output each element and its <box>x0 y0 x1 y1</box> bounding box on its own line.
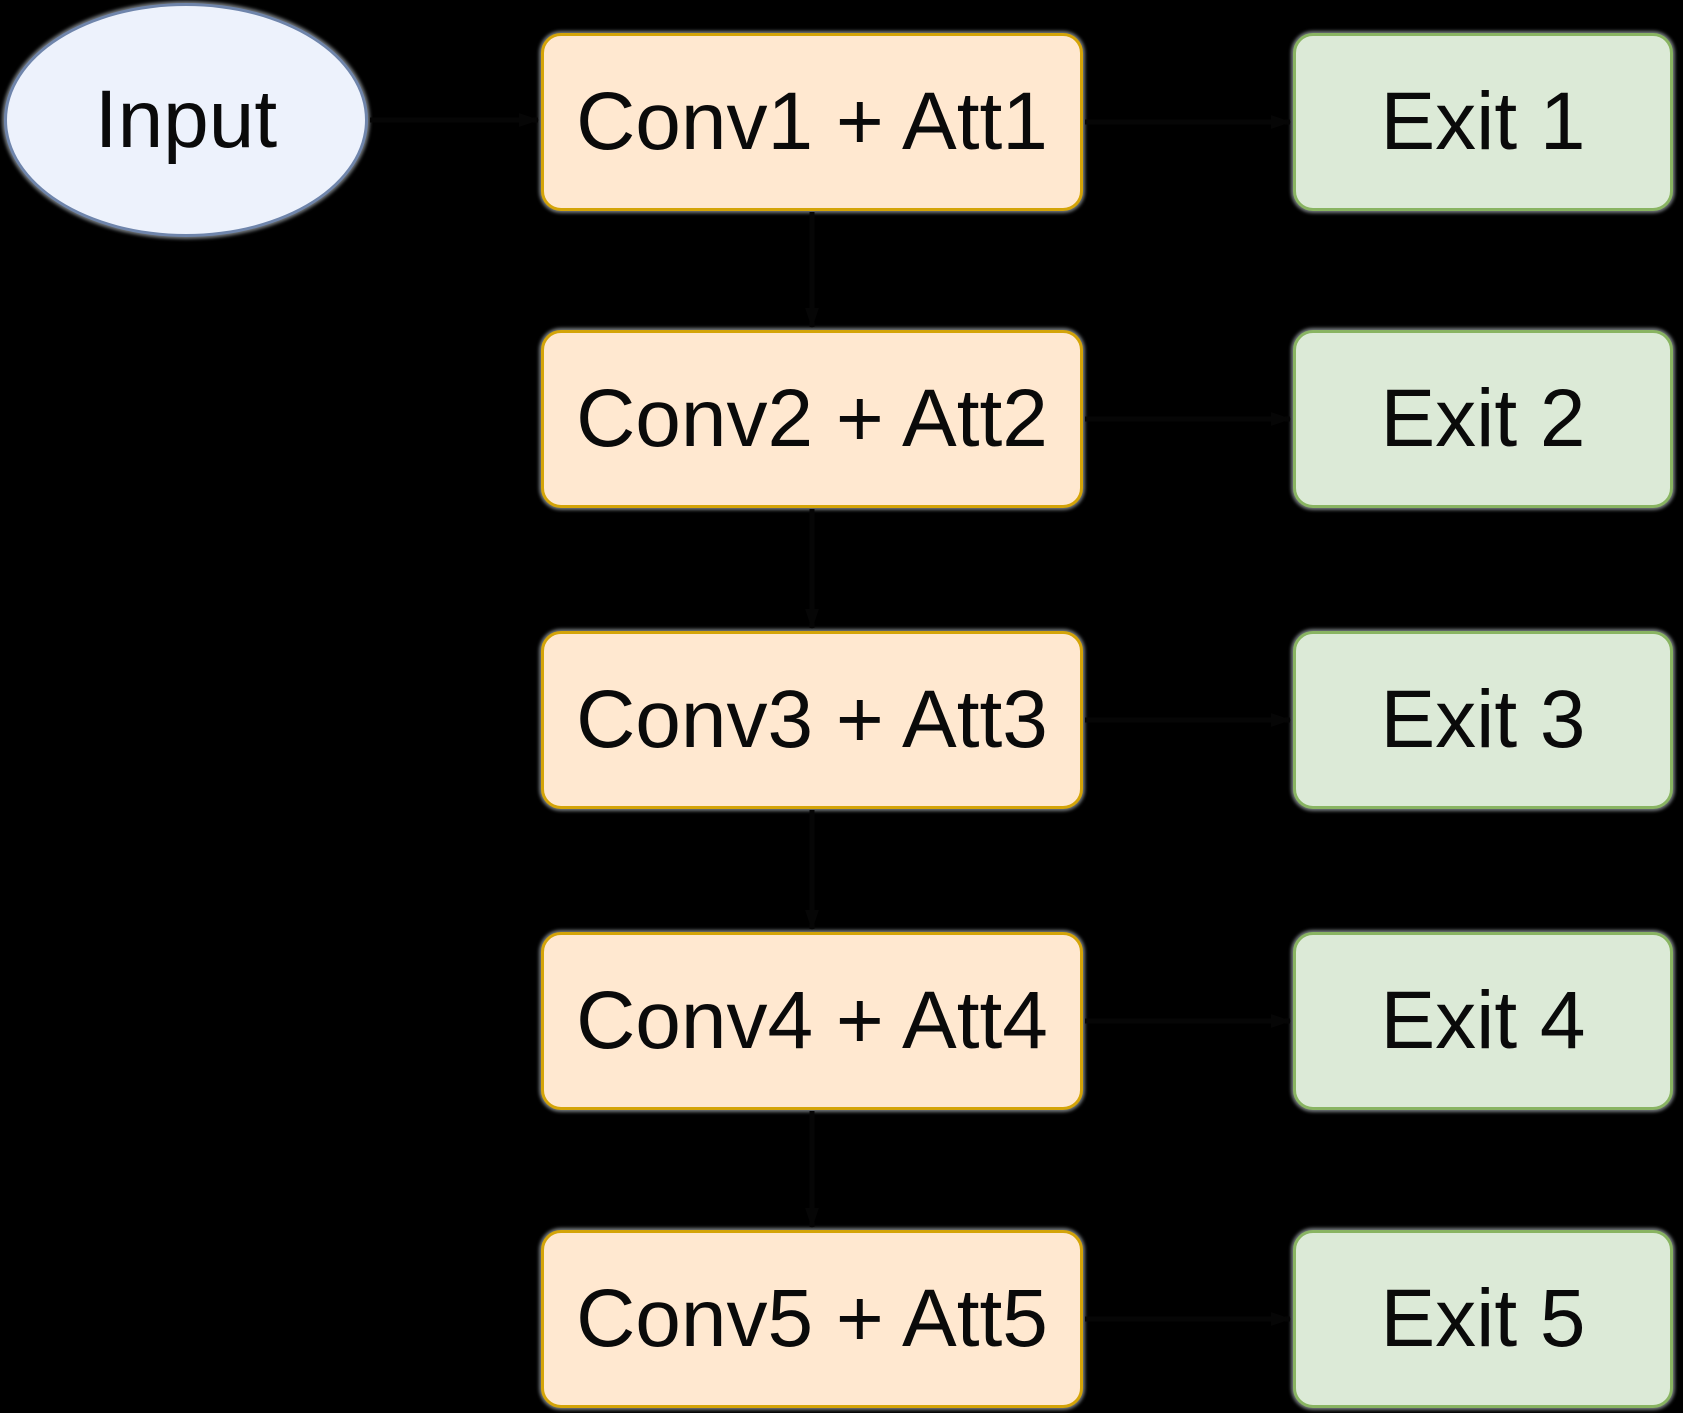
conv-node-label: Conv3 + Att3 <box>576 674 1048 765</box>
exit-node-label: Exit 5 <box>1380 1273 1586 1364</box>
conv-node-label: Conv4 + Att4 <box>576 975 1048 1066</box>
input-node-label: Input <box>94 74 278 165</box>
conv-node-2: Conv2 + Att2 <box>541 330 1083 508</box>
exit-node-3: Exit 3 <box>1293 631 1673 809</box>
input-node: Input <box>4 3 368 237</box>
exit-node-label: Exit 3 <box>1380 674 1586 765</box>
exit-node-2: Exit 2 <box>1293 330 1673 508</box>
conv-node-1: Conv1 + Att1 <box>541 33 1083 211</box>
conv-node-5: Conv5 + Att5 <box>541 1230 1083 1408</box>
conv-node-label: Conv1 + Att1 <box>576 76 1048 167</box>
exit-node-5: Exit 5 <box>1293 1230 1673 1408</box>
exit-node-1: Exit 1 <box>1293 33 1673 211</box>
exit-node-4: Exit 4 <box>1293 932 1673 1110</box>
exit-node-label: Exit 2 <box>1380 373 1586 464</box>
exit-node-label: Exit 4 <box>1380 975 1586 1066</box>
conv-node-label: Conv2 + Att2 <box>576 373 1048 464</box>
exit-node-label: Exit 1 <box>1380 76 1586 167</box>
conv-node-label: Conv5 + Att5 <box>576 1273 1048 1364</box>
conv-node-4: Conv4 + Att4 <box>541 932 1083 1110</box>
conv-node-3: Conv3 + Att3 <box>541 631 1083 809</box>
